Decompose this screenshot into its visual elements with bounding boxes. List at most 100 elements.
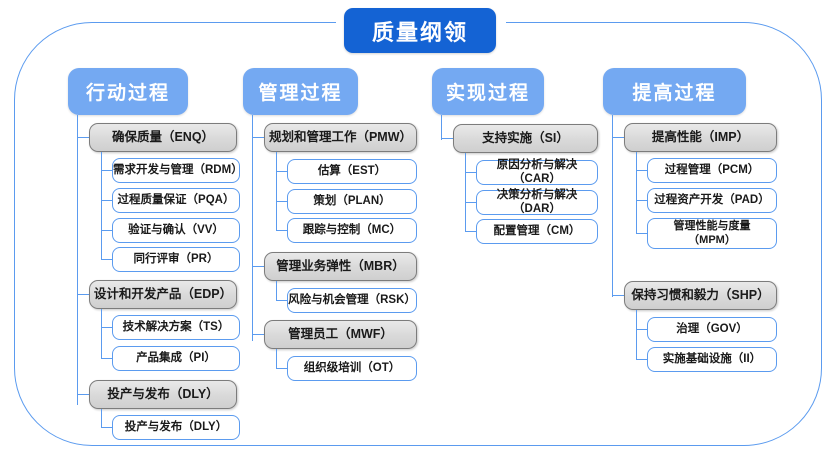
connector-shp-child-1 bbox=[636, 329, 647, 331]
column-header-label: 行动过程 bbox=[85, 83, 170, 104]
connector-pmw-child-3 bbox=[276, 230, 287, 232]
connector-trunk-col3 bbox=[441, 115, 443, 140]
leaf-node-rdm[interactable]: 需求开发与管理（RDM） bbox=[112, 158, 243, 183]
connector-shp-child-2 bbox=[636, 359, 647, 361]
column-header-improvement-process[interactable]: 提高过程 bbox=[603, 68, 746, 115]
leaf-node-label: 同行评审（PR） bbox=[133, 252, 219, 265]
connector-imp-child-1 bbox=[636, 170, 647, 172]
leaf-node-mc[interactable]: 跟踪与控制（MC） bbox=[287, 218, 417, 243]
group-node-label: 投产与发布（DLY） bbox=[107, 387, 219, 402]
leaf-node-cm[interactable]: 配置管理（CM） bbox=[476, 219, 598, 244]
connector-spine-mwf bbox=[276, 349, 278, 368]
leaf-node-label: 需求开发与管理（RDM） bbox=[113, 163, 243, 176]
group-node-enq[interactable]: 确保质量（ENQ） bbox=[89, 123, 237, 152]
group-node-dly[interactable]: 投产与发布（DLY） bbox=[89, 380, 237, 409]
connector-pmw-child-2 bbox=[276, 201, 287, 203]
connector-enq-child-2 bbox=[101, 200, 112, 202]
connector-si-child-3 bbox=[465, 231, 476, 233]
column-header-label: 管理过程 bbox=[258, 83, 343, 104]
connector-si-child-1 bbox=[465, 172, 476, 174]
column-header-label: 提高过程 bbox=[632, 83, 717, 104]
group-node-shp[interactable]: 保持习惯和毅力（SHP） bbox=[624, 281, 777, 310]
connector-spine-enq bbox=[101, 152, 103, 259]
group-node-edp[interactable]: 设计和开发产品（EDP） bbox=[89, 280, 237, 309]
connector-col1-grp3 bbox=[77, 394, 89, 396]
group-node-pmw[interactable]: 规划和管理工作（PMW） bbox=[264, 123, 417, 152]
connector-enq-child-4 bbox=[101, 259, 112, 261]
leaf-node-dar[interactable]: 决策分析与解决（DAR） bbox=[476, 189, 598, 215]
group-node-label: 提高性能（IMP） bbox=[651, 130, 750, 145]
group-node-label: 规划和管理工作（PMW） bbox=[268, 130, 413, 145]
leaf-node-label: 配置管理（CM） bbox=[493, 224, 581, 237]
connector-spine-edp bbox=[101, 309, 103, 359]
connector-col3-grp1 bbox=[441, 138, 453, 140]
connector-edp-child-2 bbox=[101, 358, 112, 360]
connector-imp-child-2 bbox=[636, 200, 647, 202]
connector-spine-mbr bbox=[276, 281, 278, 300]
leaf-node-pcm[interactable]: 过程管理（PCM） bbox=[647, 158, 777, 183]
connector-col1-grp2 bbox=[77, 294, 89, 296]
connector-pmw-child-1 bbox=[276, 171, 287, 173]
leaf-node-label: 过程管理（PCM） bbox=[664, 163, 760, 176]
root-node-quality-program[interactable]: 质量纲领 bbox=[344, 8, 496, 53]
group-node-si[interactable]: 支持实施（SI） bbox=[453, 124, 598, 153]
connector-si-child-2 bbox=[465, 202, 476, 204]
leaf-node-dly-child[interactable]: 投产与发布（DLY） bbox=[112, 415, 240, 440]
group-node-label: 确保质量（ENQ） bbox=[111, 130, 215, 145]
leaf-node-label: 治理（GOV） bbox=[676, 322, 748, 335]
leaf-node-label: 验证与确认（VV） bbox=[128, 223, 224, 236]
leaf-node-rsk[interactable]: 风险与机会管理（RSK） bbox=[287, 288, 417, 313]
leaf-node-label: 原因分析与解决（CAR） bbox=[496, 158, 578, 185]
leaf-node-label: 组织级培训（OT） bbox=[303, 361, 401, 374]
leaf-node-label: 管理性能与度量 （MPM） bbox=[673, 220, 751, 246]
leaf-node-gov[interactable]: 治理（GOV） bbox=[647, 317, 777, 342]
leaf-node-est[interactable]: 估算（EST） bbox=[287, 159, 417, 184]
group-node-imp[interactable]: 提高性能（IMP） bbox=[624, 123, 777, 152]
connector-imp-child-3 bbox=[636, 233, 647, 235]
group-node-label: 保持习惯和毅力（SHP） bbox=[631, 288, 770, 303]
connector-dly-child-1 bbox=[101, 427, 112, 429]
leaf-node-ot[interactable]: 组织级培训（OT） bbox=[287, 356, 417, 381]
leaf-node-vv[interactable]: 验证与确认（VV） bbox=[112, 218, 240, 243]
group-node-mbr[interactable]: 管理业务弹性（MBR） bbox=[264, 252, 417, 281]
leaf-node-pi[interactable]: 产品集成（PI） bbox=[112, 346, 240, 371]
leaf-node-ii[interactable]: 实施基础设施（II） bbox=[647, 347, 777, 372]
connector-col2-grp3 bbox=[252, 334, 264, 336]
root-node-label: 质量纲领 bbox=[371, 19, 468, 45]
group-node-mwf[interactable]: 管理员工（MWF） bbox=[264, 320, 417, 349]
connector-mbr-child-1 bbox=[276, 300, 287, 302]
column-header-action-process[interactable]: 行动过程 bbox=[68, 68, 188, 115]
connector-enq-child-3 bbox=[101, 230, 112, 232]
connector-edp-child-1 bbox=[101, 327, 112, 329]
group-node-label: 管理员工（MWF） bbox=[288, 327, 393, 342]
connector-spine-si bbox=[465, 153, 467, 231]
leaf-node-label: 技术解决方案（TS） bbox=[122, 320, 230, 333]
leaf-node-ts[interactable]: 技术解决方案（TS） bbox=[112, 315, 240, 340]
leaf-node-label: 过程质量保证（PQA） bbox=[117, 193, 235, 206]
connector-trunk-col2 bbox=[252, 115, 254, 341]
connector-enq-child-1 bbox=[101, 170, 112, 172]
leaf-node-car[interactable]: 原因分析与解决（CAR） bbox=[476, 158, 598, 185]
leaf-node-label: 过程资产开发（PAD） bbox=[654, 193, 770, 206]
group-node-label: 设计和开发产品（EDP） bbox=[93, 287, 233, 302]
leaf-node-plan[interactable]: 策划（PLAN） bbox=[287, 189, 417, 214]
leaf-node-pr[interactable]: 同行评审（PR） bbox=[112, 247, 240, 272]
connector-mwf-child-1 bbox=[276, 368, 287, 370]
connector-spine-dly bbox=[101, 409, 103, 427]
column-header-label: 实现过程 bbox=[445, 83, 530, 104]
connector-spine-pmw bbox=[276, 152, 278, 230]
group-node-label: 支持实施（SI） bbox=[482, 131, 569, 146]
column-header-management-process[interactable]: 管理过程 bbox=[243, 68, 358, 115]
connector-col4-grp2 bbox=[612, 295, 624, 297]
column-header-realization-process[interactable]: 实现过程 bbox=[432, 68, 544, 115]
leaf-node-label: 估算（EST） bbox=[317, 164, 387, 177]
leaf-node-pqa[interactable]: 过程质量保证（PQA） bbox=[112, 188, 240, 213]
connector-col2-grp2 bbox=[252, 266, 264, 268]
leaf-node-label: 跟踪与控制（MC） bbox=[302, 223, 402, 236]
leaf-node-pad[interactable]: 过程资产开发（PAD） bbox=[647, 188, 777, 213]
leaf-node-label: 实施基础设施（II） bbox=[662, 352, 762, 365]
leaf-node-label: 策划（PLAN） bbox=[313, 194, 391, 207]
leaf-node-label: 产品集成（PI） bbox=[136, 351, 216, 364]
leaf-node-mpm[interactable]: 管理性能与度量 （MPM） bbox=[647, 218, 777, 249]
